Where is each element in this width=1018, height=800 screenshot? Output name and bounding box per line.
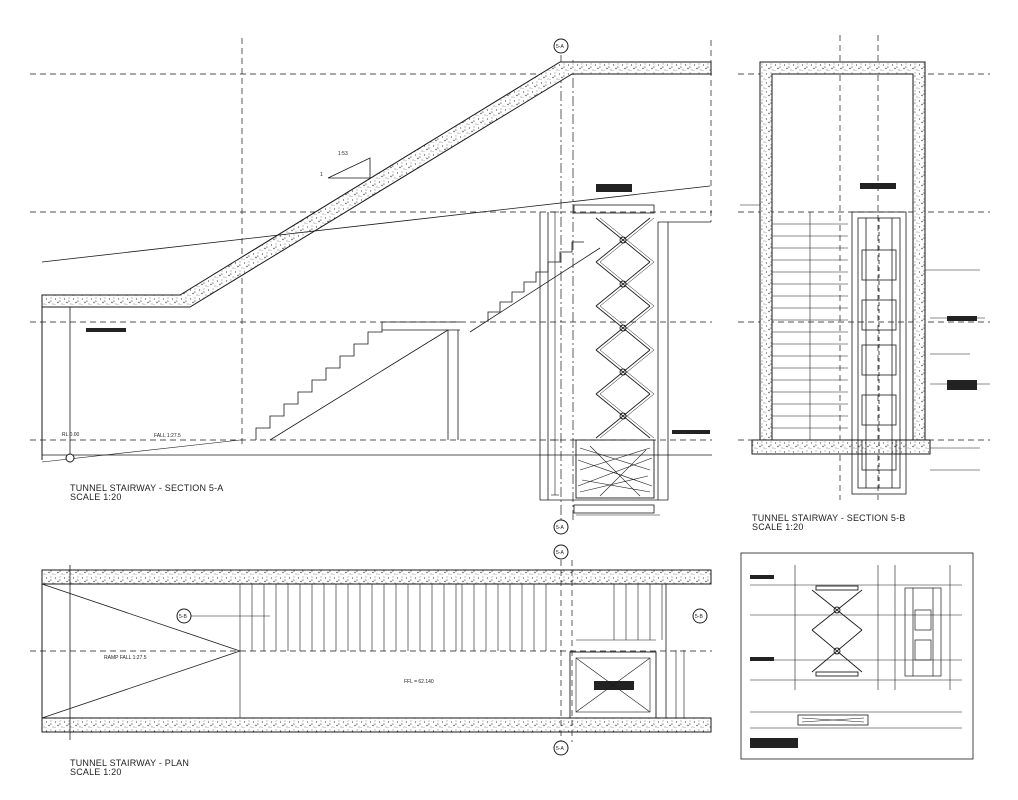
section-b xyxy=(738,35,990,500)
fall-label-a: FALL 1:27.5 xyxy=(154,433,181,439)
section-a xyxy=(30,38,712,535)
ramp-fall-label: RAMP FALL 1:27.5 xyxy=(104,655,147,661)
detail-box xyxy=(740,552,974,760)
grid-tag-plan-right: 5-B xyxy=(695,614,703,620)
grid-tag-bottom-plan: 5-A xyxy=(556,746,564,752)
plan-view xyxy=(30,544,712,756)
stair-profile-lower xyxy=(255,321,460,440)
gradient-one-label: 1 xyxy=(320,172,323,178)
level-label-a: RL 0.00 xyxy=(62,432,80,438)
scissor-detail xyxy=(811,585,863,677)
scissor-lift-a xyxy=(575,217,655,499)
section-a-title: TUNNEL STAIRWAY - SECTION 5-A xyxy=(70,483,224,493)
ffl-label: FFL = 62.140 xyxy=(404,679,434,685)
section-a-scale: SCALE 1:20 xyxy=(70,492,122,502)
section-b-scale: SCALE 1:20 xyxy=(752,522,804,532)
grid-tag-top-a: 5-A xyxy=(556,44,564,50)
plan-title: TUNNEL STAIRWAY - PLAN xyxy=(70,758,190,768)
stair-treads-b xyxy=(772,212,848,440)
plan-scale: SCALE 1:20 xyxy=(70,767,122,777)
section-b-title: TUNNEL STAIRWAY - SECTION 5-B xyxy=(752,513,906,523)
ramp-slab xyxy=(41,61,712,308)
grid-tag-plan-left: 5-B xyxy=(179,614,187,620)
level-lines-a xyxy=(30,38,712,446)
gradient-label: 1:53 xyxy=(338,151,348,157)
svg-labels: 1:53 1 FALL 1:27.5 RL 0.00 RAMP FALL 1:2… xyxy=(62,44,703,752)
plan-treads xyxy=(190,584,663,718)
grid-tag-top-plan: 5-A xyxy=(556,550,564,556)
lift-pit-plan xyxy=(569,651,657,719)
lift-frame-b xyxy=(851,211,907,495)
grid-tag-bottom-a: 5-A xyxy=(556,525,564,531)
stair-profile-upper xyxy=(487,241,584,322)
